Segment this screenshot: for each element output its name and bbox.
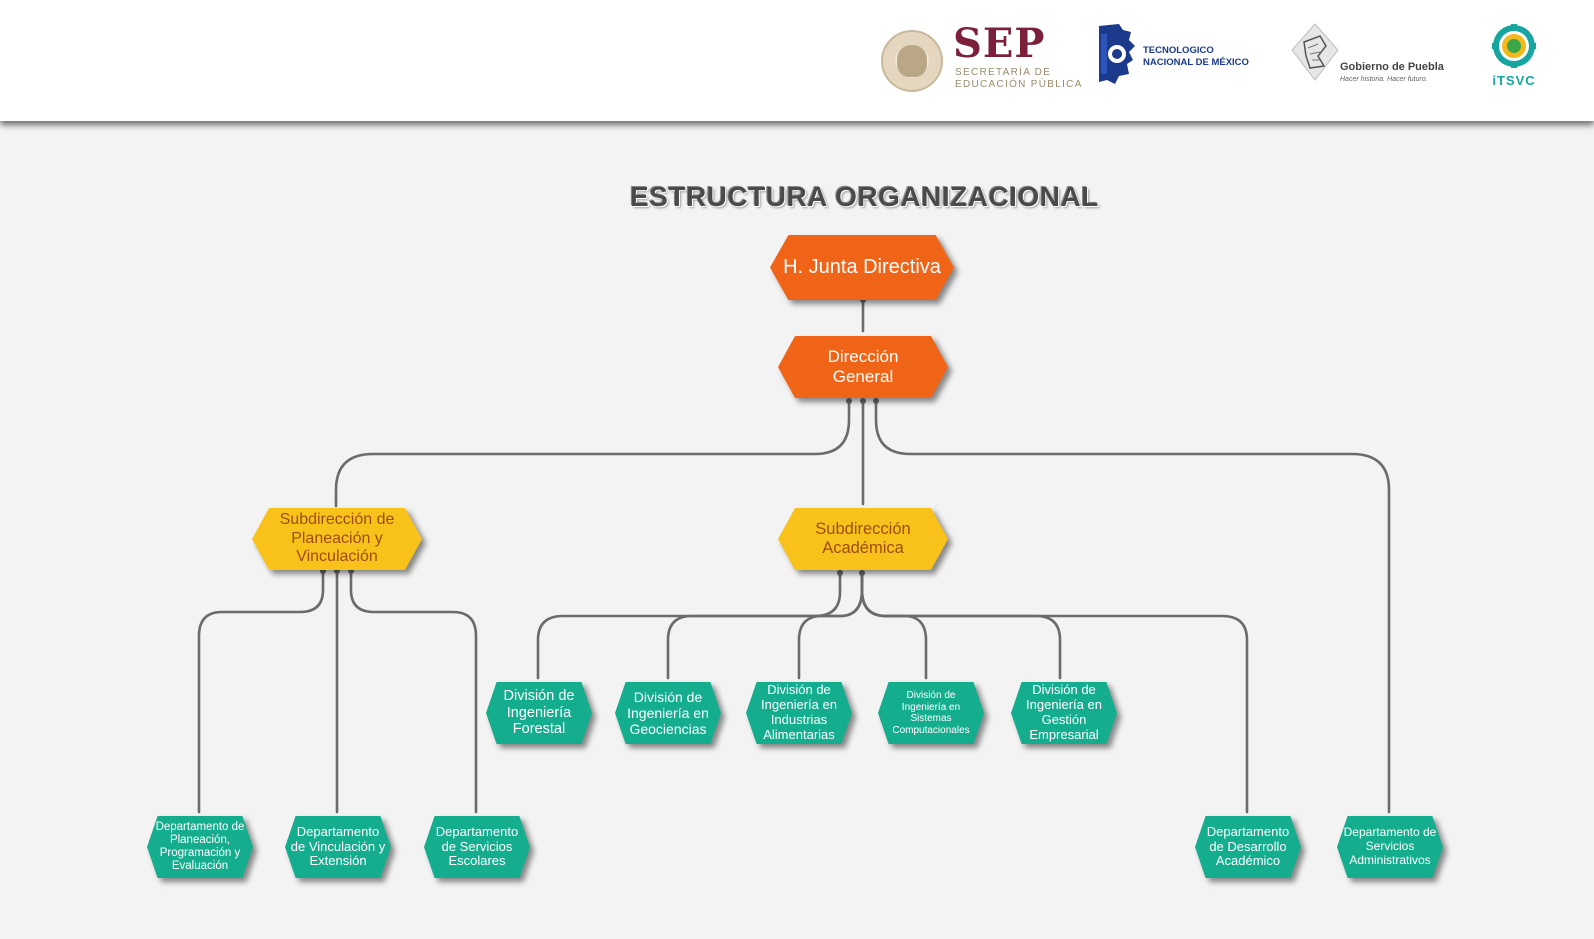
node-departamento-planeacion: Departamento de Planeación, Programación… xyxy=(147,816,253,878)
node-division-geociencias-label: División de Ingeniería en Geociencias xyxy=(627,688,709,738)
node-subdireccion-planeacion-label: Subdirección de Planeación y Vinculación xyxy=(279,511,395,566)
itsvc-gear-icon xyxy=(1492,24,1536,68)
sep-logo-line2: EDUCACIÓN PÚBLICA xyxy=(955,79,1083,90)
connector-direccion-dep-administrativos xyxy=(874,399,1391,814)
connector-sub-academica-div-forestal xyxy=(536,571,842,680)
node-direccion-general: Dirección General xyxy=(778,336,948,398)
node-departamento-administrativos: Departamento de Servicios Administrativo… xyxy=(1337,816,1443,878)
node-division-sistemas: División de Ingeniería en Sistemas Compu… xyxy=(878,682,984,744)
node-division-geociencias: División de Ingeniería en Geociencias xyxy=(615,682,721,744)
node-junta-directiva-label: H. Junta Directiva xyxy=(783,256,941,278)
puebla-logo-name: Gobierno de Puebla xyxy=(1340,61,1444,73)
node-departamento-escolares-label: Departamento de Servicios Escolares xyxy=(435,823,519,869)
node-departamento-administrativos-label: Departamento de Servicios Administrativo… xyxy=(1343,825,1437,867)
header-bar: SEP SECRETARÍA DE EDUCACIÓN PÚBLICA TECN… xyxy=(0,0,1594,121)
connector-sub-academica-div-sistemas xyxy=(860,571,928,680)
node-subdireccion-academica-label: Subdirección Académica xyxy=(815,520,911,557)
itsvc-logo: iTSVC xyxy=(1482,24,1546,90)
node-direccion-general-label: Dirección General xyxy=(827,347,899,386)
node-subdireccion-academica: Subdirección Académica xyxy=(778,508,948,570)
mexico-seal-icon xyxy=(881,30,943,92)
connector-sub-academica-div-alimentarias xyxy=(797,571,864,680)
node-departamento-desarrollo: Departamento de Desarrollo Académico xyxy=(1195,816,1301,878)
connector-direccion-sub-planeacion xyxy=(334,399,851,508)
page-title: ESTRUCTURA ORGANIZACIONAL xyxy=(630,181,1099,212)
puebla-logo: Gobierno de Puebla Hacer historia. Hacer… xyxy=(1290,22,1470,88)
node-division-gestion-label: División de Ingeniería en Gestión Empres… xyxy=(1026,682,1102,742)
node-departamento-vinculacion: Departamento de Vinculación y Extensión xyxy=(285,816,391,878)
node-division-sistemas-label: División de Ingeniería en Sistemas Compu… xyxy=(892,690,970,736)
node-departamento-vinculacion-label: Departamento de Vinculación y Extensión xyxy=(290,823,386,869)
sep-logo: SEP SECRETARÍA DE EDUCACIÓN PÚBLICA xyxy=(881,20,1081,92)
connector-dot xyxy=(860,398,866,404)
connector-dot xyxy=(873,398,879,404)
sep-logo-line1: SECRETARÍA DE xyxy=(955,67,1052,78)
node-division-alimentarias: División de Ingeniería en Industrias Ali… xyxy=(746,682,852,744)
node-division-forestal: División de Ingeniería Forestal xyxy=(486,682,592,744)
connector-sub-academica-div-geociencias xyxy=(666,571,864,680)
node-departamento-desarrollo-label: Departamento de Desarrollo Académico xyxy=(1206,823,1290,869)
itsvc-logo-name: iTSVC xyxy=(1492,73,1536,88)
sep-logo-name: SEP xyxy=(953,20,1046,67)
tecnm-logo-line1: TECNOLOGICO xyxy=(1143,45,1214,56)
node-departamento-planeacion-label: Departamento de Planeación, Programación… xyxy=(155,820,245,873)
tecnm-gear-icon xyxy=(1099,24,1135,84)
tecnm-logo-line2: NACIONAL DE MÉXICO xyxy=(1143,57,1249,68)
connector-sub-planeacion-dep-planeacion xyxy=(197,569,325,814)
node-subdireccion-planeacion: Subdirección de Planeación y Vinculación xyxy=(252,508,422,570)
node-division-gestion: División de Ingeniería en Gestión Empres… xyxy=(1011,682,1117,744)
puebla-emblem-icon xyxy=(1291,23,1339,81)
connector-sub-academica-div-gestion xyxy=(860,571,1062,680)
node-departamento-escolares: Departamento de Servicios Escolares xyxy=(424,816,530,878)
connector-sub-academica-dep-desarrollo xyxy=(860,571,1249,814)
node-division-alimentarias-label: División de Ingeniería en Industrias Ali… xyxy=(761,682,837,742)
connector-dot xyxy=(837,570,843,576)
node-division-forestal-label: División de Ingeniería Forestal xyxy=(503,687,575,738)
connector-sub-planeacion-dep-escolares xyxy=(349,569,478,814)
connector-dot xyxy=(846,398,852,404)
node-junta-directiva: H. Junta Directiva xyxy=(770,235,954,300)
puebla-logo-slogan: Hacer historia. Hacer futuro. xyxy=(1340,76,1428,83)
tecnm-logo: TECNOLOGICO NACIONAL DE MÉXICO xyxy=(1093,22,1253,88)
connector-dot xyxy=(859,570,865,576)
